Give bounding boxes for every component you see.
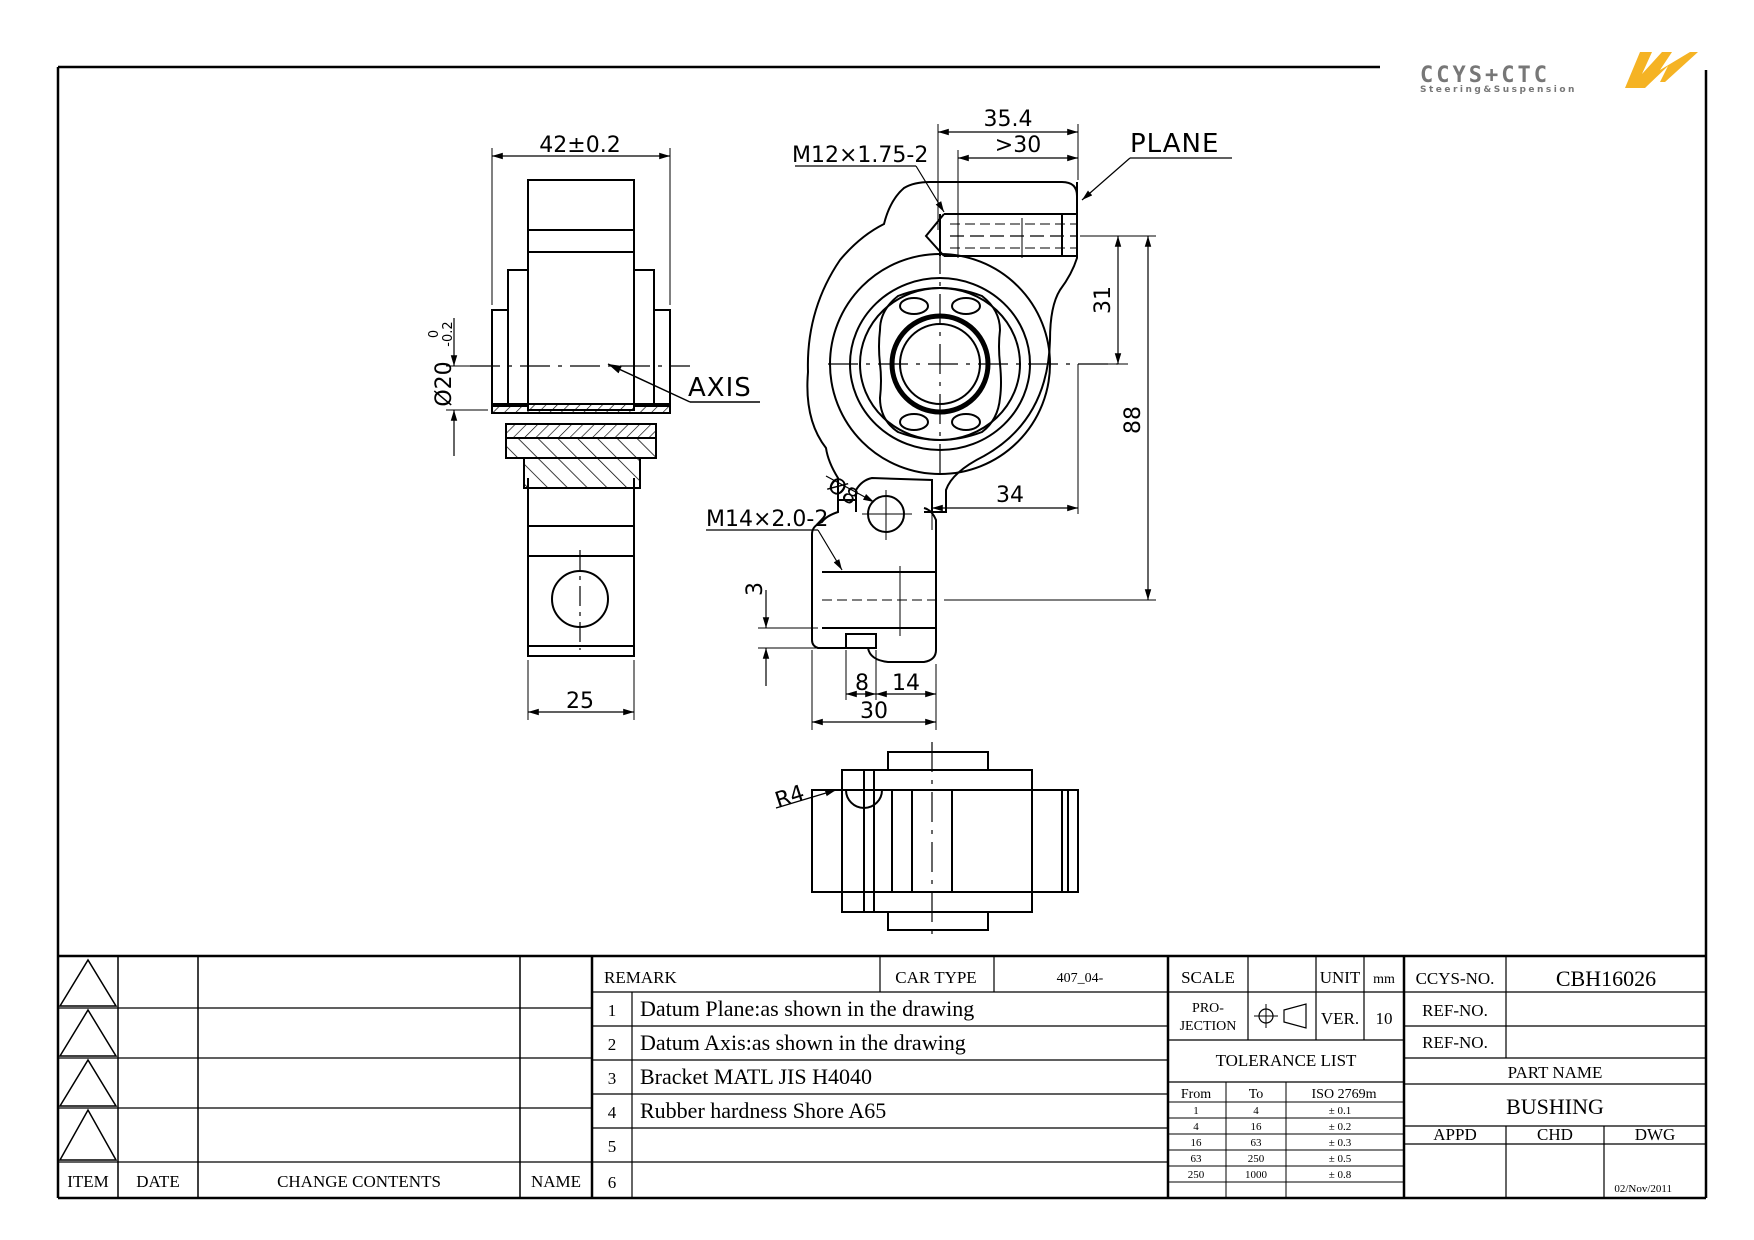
remark-text-4: Rubber hardness Shore A65 [640, 1098, 886, 1123]
bottom-view [775, 742, 1079, 942]
unit-label: UNIT [1320, 968, 1361, 987]
dwg-label: DWG [1635, 1125, 1676, 1144]
car-type-label: CAR TYPE [895, 968, 976, 987]
tol-from-1: 1 [1193, 1105, 1199, 1117]
tol-val-5: ± 0.8 [1329, 1169, 1352, 1181]
part-name-label: PART NAME [1508, 1063, 1603, 1082]
company-logo: CCYS+CTC Steering&Suspension [1420, 52, 1698, 95]
rev-header-item: ITEM [67, 1172, 109, 1191]
remark-no-4: 4 [608, 1103, 617, 1122]
drawing-date: 02/Nov/2011 [1614, 1183, 1672, 1195]
sheet-border [56, 65, 1708, 1200]
dim-30: 30 [860, 699, 888, 724]
scale-label: SCALE [1181, 968, 1235, 987]
plane-label: PLANE [1130, 129, 1219, 159]
dim-25: 25 [566, 689, 594, 714]
ccys-no-label: CCYS-NO. [1416, 969, 1495, 988]
logo-swoosh-icon [1625, 52, 1698, 88]
logo-tagline: Steering&Suspension [1420, 85, 1577, 95]
tol-to-5: 1000 [1245, 1169, 1268, 1181]
tol-from-5: 250 [1188, 1169, 1205, 1181]
dim-35-4: 35.4 [984, 107, 1033, 132]
ref-no-label-1: REF-NO. [1422, 1001, 1488, 1020]
remark-header: REMARK [604, 968, 677, 987]
tol-to-2: 16 [1251, 1121, 1263, 1133]
chd-label: CHD [1537, 1125, 1573, 1144]
rev-header-date: DATE [136, 1172, 179, 1191]
remark-no-5: 5 [608, 1137, 617, 1156]
tol-val-4: ± 0.5 [1329, 1153, 1352, 1165]
projection-cone-icon [1283, 1003, 1307, 1029]
thread-m14: M14×2.0-2 [706, 507, 828, 532]
tol-header-to: To [1249, 1087, 1264, 1102]
part-name-value: BUSHING [1506, 1094, 1604, 1119]
tol-header-iso: ISO 2769m [1312, 1087, 1377, 1102]
ccys-no-value: CBH16026 [1556, 966, 1656, 991]
dim-42: 42±0.2 [539, 133, 620, 158]
remark-no-3: 3 [608, 1069, 617, 1088]
dim-88: 88 [1121, 406, 1146, 434]
dim-8: 8 [855, 671, 869, 696]
remark-text-1: Datum Plane:as shown in the drawing [640, 996, 974, 1021]
tol-from-2: 4 [1193, 1121, 1199, 1133]
tol-val-1: ± 0.1 [1329, 1105, 1352, 1117]
tol-from-3: 16 [1191, 1137, 1203, 1149]
dim-31: 31 [1091, 286, 1116, 314]
tol-val-2: ± 0.2 [1329, 1121, 1352, 1133]
title-block-lines [58, 954, 1706, 1198]
remark-no-2: 2 [608, 1035, 617, 1054]
rev-header-change: CHANGE CONTENTS [277, 1172, 441, 1191]
projection-label-1: PRO- [1192, 1001, 1224, 1016]
axis-label: AXIS [688, 373, 752, 403]
front-view-dimensions [706, 124, 1232, 730]
ver-value: 10 [1376, 1009, 1393, 1028]
unit-value: mm [1373, 972, 1395, 987]
remark-text-2: Datum Axis:as shown in the drawing [640, 1030, 966, 1055]
side-view [446, 148, 760, 720]
ver-label: VER. [1321, 1009, 1359, 1028]
logo-brand: CCYS+CTC [1420, 63, 1550, 88]
remark-no-6: 6 [608, 1173, 617, 1192]
remark-text-3: Bracket MATL JIS H4040 [640, 1064, 872, 1089]
dim-34: 34 [996, 483, 1024, 508]
remark-no-1: 1 [608, 1001, 617, 1020]
dim-20: Ø20 [432, 361, 457, 406]
appd-label: APPD [1433, 1125, 1476, 1144]
tol-to-4: 250 [1248, 1153, 1265, 1165]
dim-3: 3 [743, 582, 768, 596]
tolerance-title: TOLERANCE LIST [1216, 1051, 1357, 1070]
tol-to-3: 63 [1251, 1137, 1263, 1149]
dim-r4: R4 [772, 781, 808, 814]
thread-m12: M12×1.75-2 [792, 143, 928, 168]
dim-gt30: >30 [995, 133, 1041, 158]
ref-no-label-2: REF-NO. [1422, 1033, 1488, 1052]
tol-to-1: 4 [1253, 1105, 1259, 1117]
car-type-value: 407_04- [1057, 971, 1104, 986]
tol-header-from: From [1181, 1087, 1211, 1102]
tol-from-4: 63 [1191, 1153, 1203, 1165]
dim-20-tol-lower: -0.2 [441, 321, 456, 346]
dim-20-tol-upper: 0 [427, 330, 442, 338]
rev-header-name: NAME [531, 1172, 581, 1191]
front-view-main [790, 170, 1118, 670]
tol-val-3: ± 0.3 [1329, 1137, 1352, 1149]
dim-14: 14 [892, 671, 920, 696]
projection-label-2: JECTION [1180, 1019, 1237, 1034]
